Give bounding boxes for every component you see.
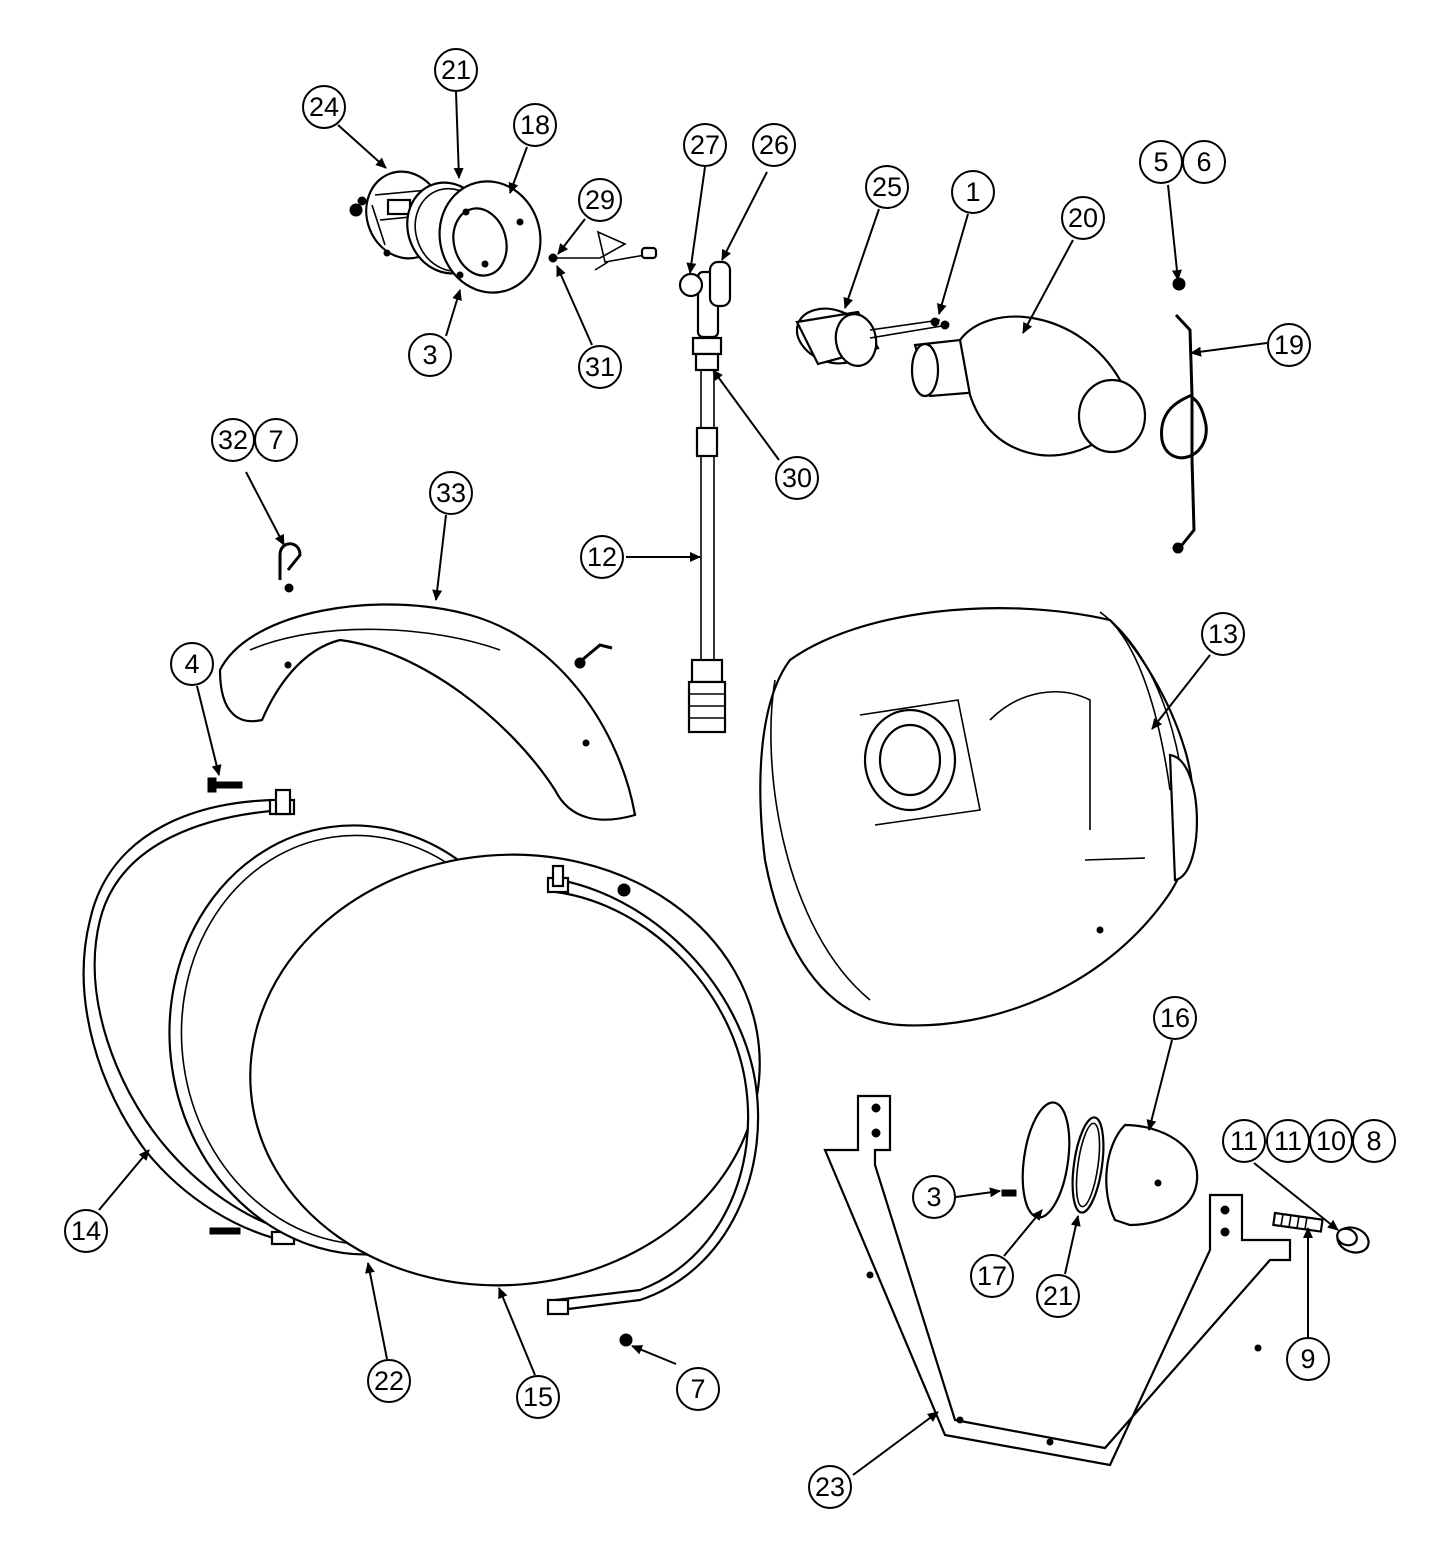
svg-text:10: 10 — [1316, 1126, 1346, 1156]
callout-9: 9 — [1286, 1337, 1330, 1381]
callout-19: 19 — [1267, 323, 1311, 367]
svg-text:24: 24 — [309, 92, 339, 122]
svg-text:27: 27 — [690, 130, 720, 160]
svg-text:20: 20 — [1068, 203, 1098, 233]
svg-text:16: 16 — [1160, 1003, 1190, 1033]
callout-15: 15 — [516, 1375, 560, 1419]
callout-1: 1 — [951, 170, 995, 214]
callout-11-a: 11 — [1222, 1119, 1266, 1163]
callout-16: 16 — [1153, 996, 1197, 1040]
callout-3-bottom: 3 — [912, 1175, 956, 1219]
callout-27: 27 — [683, 123, 727, 167]
callout-30: 30 — [775, 456, 819, 500]
callout-25: 25 — [865, 165, 909, 209]
callout-14: 14 — [64, 1209, 108, 1253]
svg-text:3: 3 — [926, 1182, 941, 1212]
callout-13: 13 — [1201, 612, 1245, 656]
callout-8: 8 — [1352, 1119, 1396, 1163]
socket-assembly — [349, 170, 542, 294]
glass-lens — [249, 853, 761, 1287]
callout-4: 4 — [170, 642, 214, 686]
callout-3-top: 3 — [408, 333, 452, 377]
callout-32: 32 — [211, 418, 255, 462]
reflector-housing — [759, 607, 1198, 1027]
svg-text:1: 1 — [965, 177, 980, 207]
leader-lines — [98, 91, 1339, 1476]
svg-text:31: 31 — [585, 352, 615, 382]
callout-26: 26 — [752, 123, 796, 167]
svg-text:8: 8 — [1366, 1126, 1381, 1156]
stud-and-nut — [1272, 1211, 1370, 1254]
callout-24: 24 — [302, 85, 346, 129]
hook-bolt — [278, 542, 302, 593]
svg-text:23: 23 — [815, 1472, 845, 1502]
callout-6: 6 — [1182, 140, 1226, 184]
callout-17: 17 — [970, 1254, 1014, 1298]
svg-text:30: 30 — [782, 463, 812, 493]
callout-31: 31 — [578, 345, 622, 389]
callout-7-bottom: 7 — [676, 1367, 720, 1411]
svg-text:6: 6 — [1196, 147, 1211, 177]
svg-text:22: 22 — [374, 1366, 404, 1396]
callout-22: 22 — [367, 1359, 411, 1403]
callout-10: 10 — [1309, 1119, 1353, 1163]
screw-top — [207, 777, 243, 793]
svg-text:13: 13 — [1208, 619, 1238, 649]
svg-text:21: 21 — [1043, 1281, 1073, 1311]
callout-33: 33 — [429, 471, 473, 515]
band-clamp-left — [82, 788, 296, 1246]
svg-text:11: 11 — [1274, 1126, 1302, 1156]
svg-text:7: 7 — [690, 1374, 705, 1404]
spring-clip — [548, 230, 658, 271]
svg-text:17: 17 — [977, 1261, 1007, 1291]
mounting-yoke — [823, 1094, 1292, 1467]
callout-21-top: 21 — [434, 48, 478, 92]
callout-7-top: 7 — [254, 418, 298, 462]
svg-text:7: 7 — [268, 425, 283, 455]
callout-21-bottom: 21 — [1036, 1274, 1080, 1318]
gasket-and-cap — [1001, 1101, 1199, 1227]
callout-5: 5 — [1139, 140, 1183, 184]
svg-text:25: 25 — [872, 172, 902, 202]
visor-shield — [218, 603, 637, 821]
svg-text:9: 9 — [1300, 1344, 1315, 1374]
svg-text:11: 11 — [1230, 1126, 1258, 1156]
svg-text:12: 12 — [587, 542, 617, 572]
svg-text:5: 5 — [1153, 147, 1168, 177]
svg-text:19: 19 — [1274, 330, 1304, 360]
callout-12: 12 — [580, 535, 624, 579]
svg-text:21: 21 — [441, 55, 471, 85]
svg-text:15: 15 — [523, 1382, 553, 1412]
svg-text:29: 29 — [585, 185, 615, 215]
svg-text:3: 3 — [422, 340, 437, 370]
cord-assembly — [678, 260, 732, 734]
svg-text:18: 18 — [520, 110, 550, 140]
svg-text:33: 33 — [436, 478, 466, 508]
wire-clip — [1160, 277, 1208, 554]
callout-20: 20 — [1061, 196, 1105, 240]
svg-text:32: 32 — [218, 425, 248, 455]
svg-text:26: 26 — [759, 130, 789, 160]
callout-23: 23 — [808, 1465, 852, 1509]
svg-text:14: 14 — [71, 1216, 101, 1246]
callout-29: 29 — [578, 178, 622, 222]
band-clamp-right — [546, 864, 760, 1347]
callout-11-b: 11 — [1266, 1119, 1310, 1163]
lamp-assembly — [795, 307, 1147, 457]
svg-text:4: 4 — [184, 649, 199, 679]
callout-18: 18 — [513, 103, 557, 147]
